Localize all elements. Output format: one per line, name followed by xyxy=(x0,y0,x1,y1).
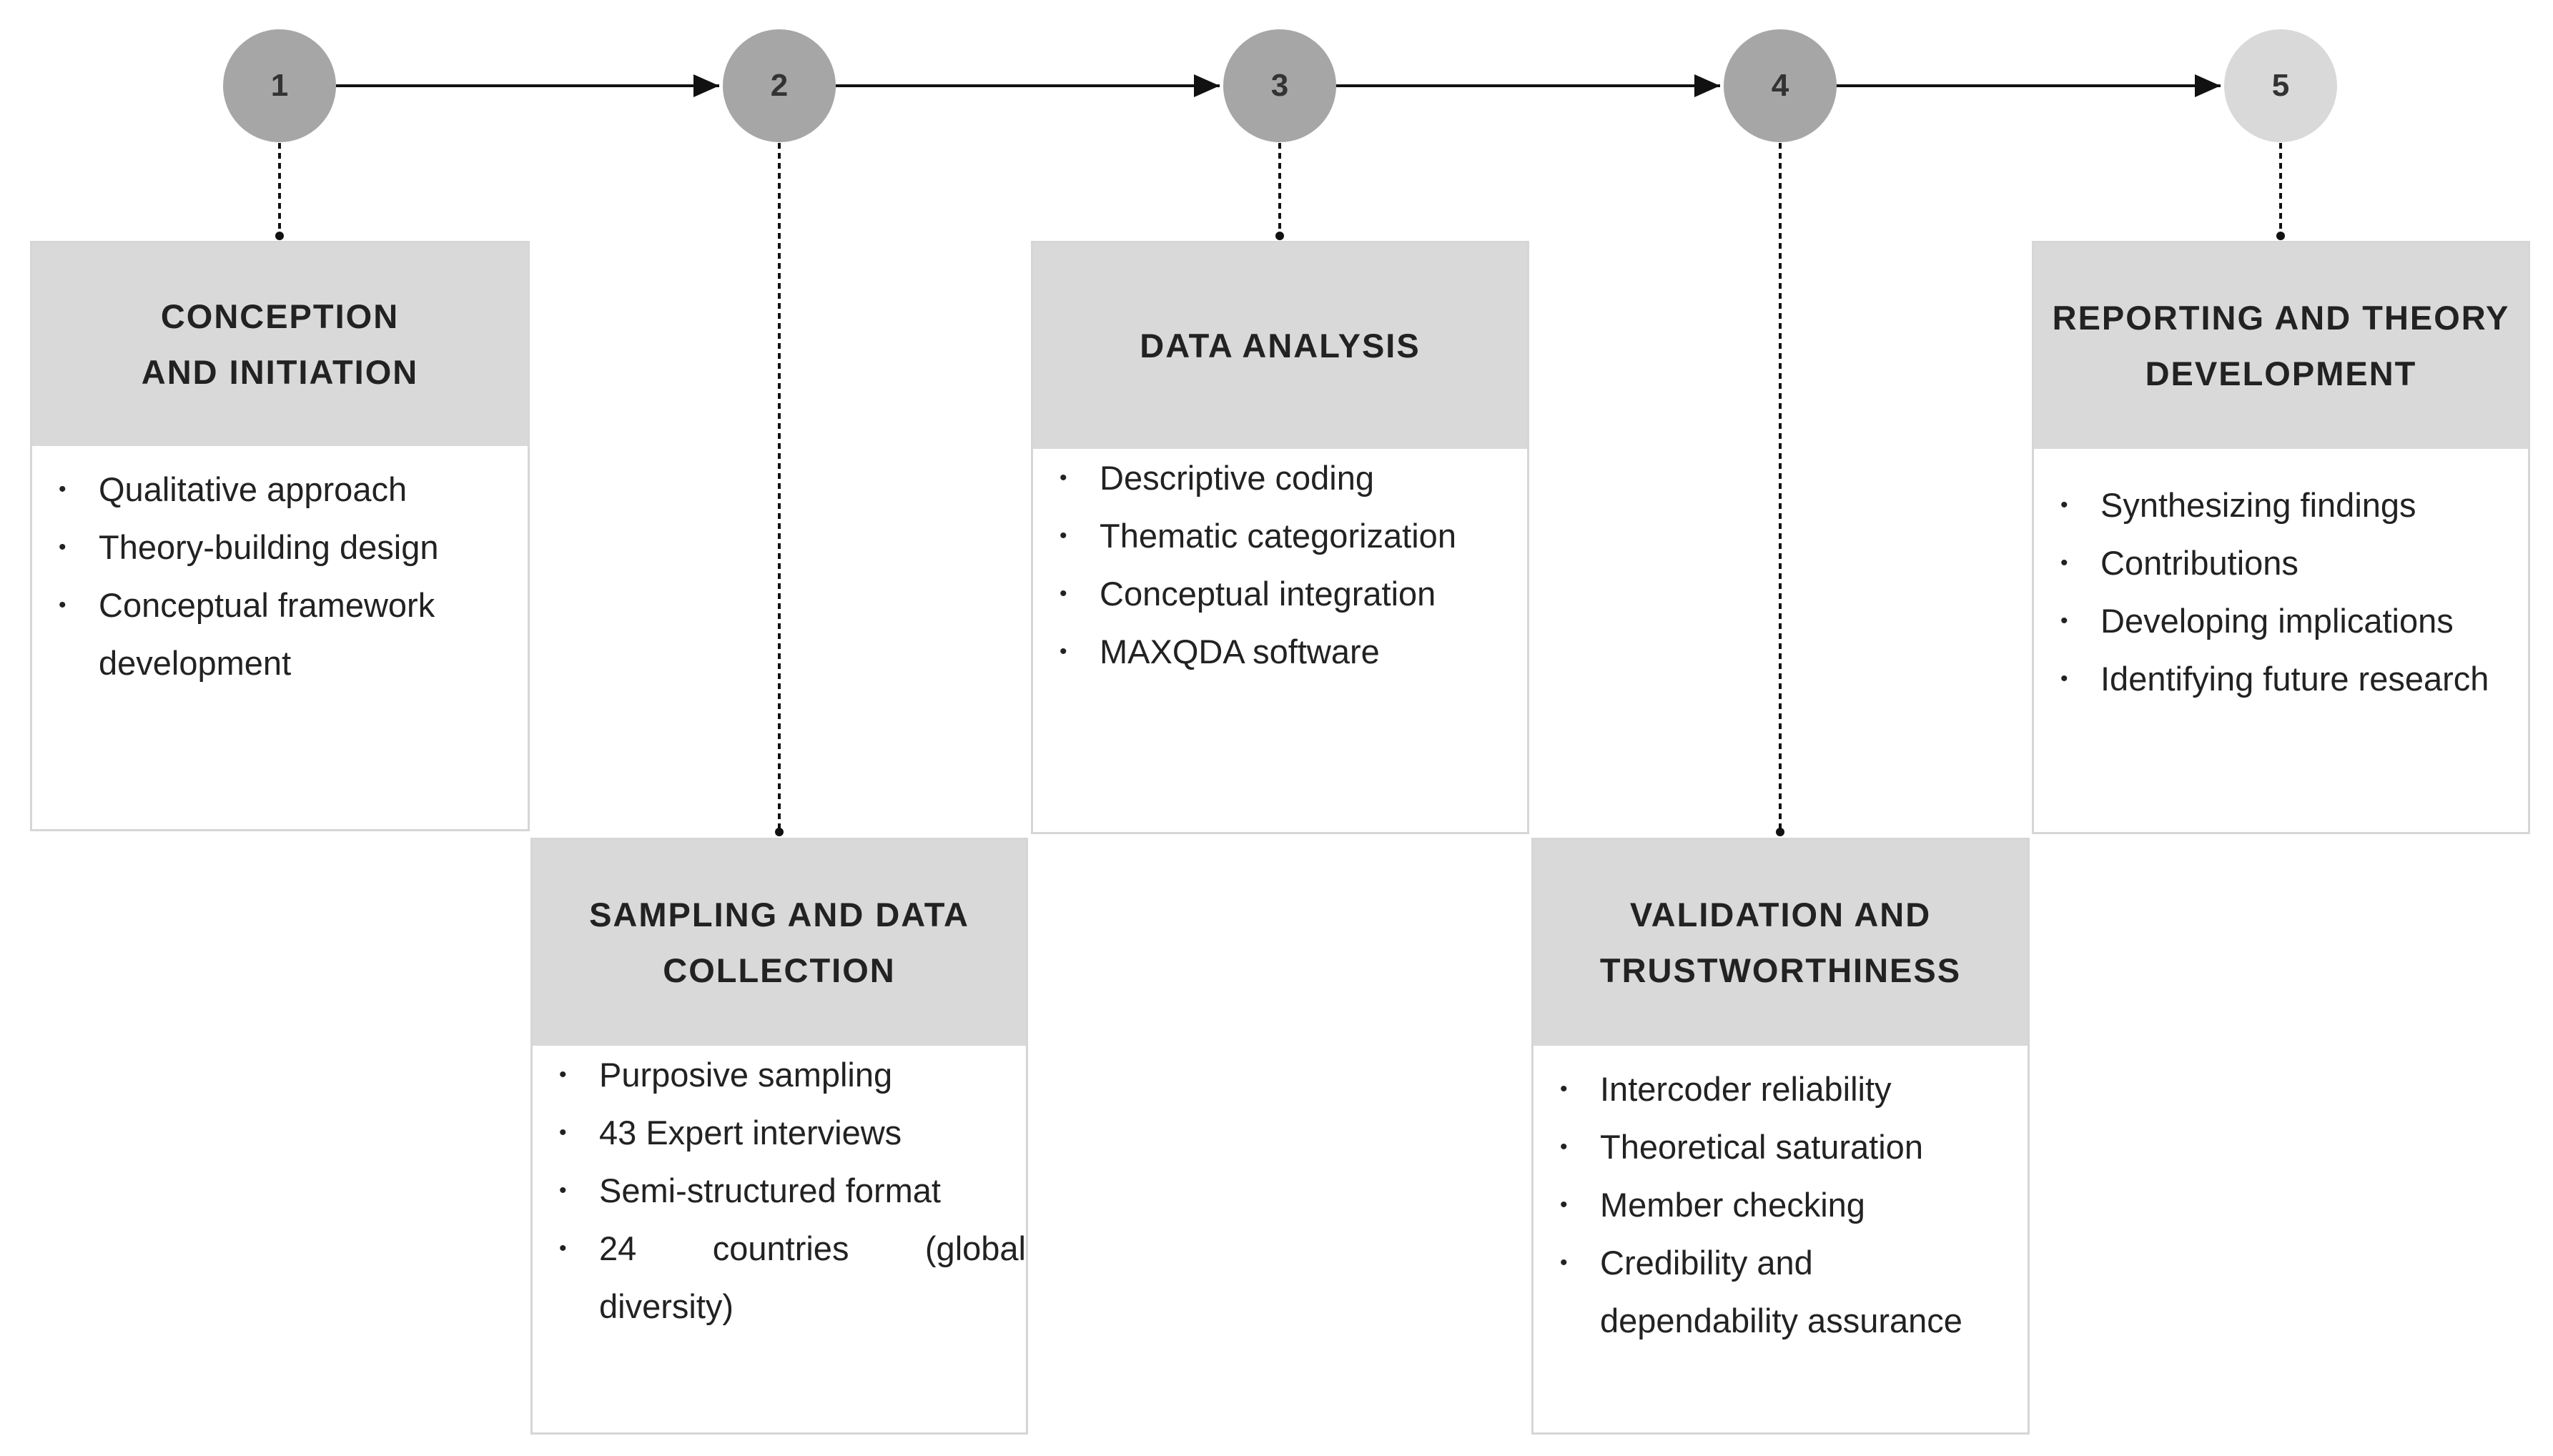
list-item: Theoretical saturation xyxy=(1560,1118,1999,1176)
list-item: Thematic categorization xyxy=(1060,507,1527,565)
step-items: Synthesizing findings Contributions Deve… xyxy=(2034,449,2528,708)
step-circle-2: 2 xyxy=(723,29,836,142)
list-item: Synthesizing findings xyxy=(2060,476,2528,534)
connector-dot-5 xyxy=(2276,232,2285,240)
step-title: CONCEPTION AND INITIATION xyxy=(32,243,528,446)
step-circle-5: 5 xyxy=(2224,29,2337,142)
list-item: Identifying future research xyxy=(2060,650,2528,708)
connector-dot-3 xyxy=(1275,232,1284,240)
step-box-sampling: SAMPLING AND DATA COLLECTION Purposive s… xyxy=(530,838,1028,1435)
list-item: Theory-building design xyxy=(59,518,528,576)
list-item: Conceptual integration xyxy=(1060,565,1527,623)
step-circle-4: 4 xyxy=(1724,29,1837,142)
step-box-validation: VALIDATION AND TRUSTWORTHINESS Intercode… xyxy=(1531,838,2030,1435)
list-item: Purposive sampling xyxy=(559,1046,1026,1104)
list-item: Credibility and dependability assurance xyxy=(1560,1234,1999,1349)
connector-dot-2 xyxy=(775,828,784,836)
list-item: Descriptive coding xyxy=(1060,449,1527,507)
list-item: Developing implications xyxy=(2060,592,2528,650)
step-circle-1: 1 xyxy=(223,29,336,142)
step-circle-3: 3 xyxy=(1223,29,1336,142)
step-items: Qualitative approach Theory-building des… xyxy=(32,446,528,692)
step-title: DATA ANALYSIS xyxy=(1033,243,1527,449)
list-item: Semi-structured format xyxy=(559,1162,1026,1219)
connector-dot-1 xyxy=(275,232,284,240)
step-box-conception: CONCEPTION AND INITIATION Qualitative ap… xyxy=(30,241,530,831)
step-box-data-analysis: DATA ANALYSIS Descriptive coding Themati… xyxy=(1031,241,1529,834)
step-items: Descriptive coding Thematic categorizati… xyxy=(1033,449,1527,680)
step-title: SAMPLING AND DATA COLLECTION xyxy=(533,840,1026,1046)
step-items: Intercoder reliability Theoretical satur… xyxy=(1534,1046,2028,1349)
step-title: REPORTING AND THEORY DEVELOPMENT xyxy=(2034,243,2528,449)
list-item: 24 countries (global diversity) xyxy=(559,1219,1026,1335)
list-item: Qualitative approach xyxy=(59,460,528,518)
list-item: Intercoder reliability xyxy=(1560,1060,1999,1118)
list-item: MAXQDA software xyxy=(1060,623,1527,680)
list-item: 43 Expert interviews xyxy=(559,1104,1026,1162)
step-title: VALIDATION AND TRUSTWORTHINESS xyxy=(1534,840,2028,1046)
step-box-reporting: REPORTING AND THEORY DEVELOPMENT Synthes… xyxy=(2032,241,2530,834)
step-items: Purposive sampling 43 Expert interviews … xyxy=(533,1046,1026,1335)
list-item: Member checking xyxy=(1560,1176,1999,1234)
list-item: Conceptual framework development xyxy=(59,576,528,692)
connector-dot-4 xyxy=(1776,828,1784,836)
list-item: Contributions xyxy=(2060,534,2528,592)
